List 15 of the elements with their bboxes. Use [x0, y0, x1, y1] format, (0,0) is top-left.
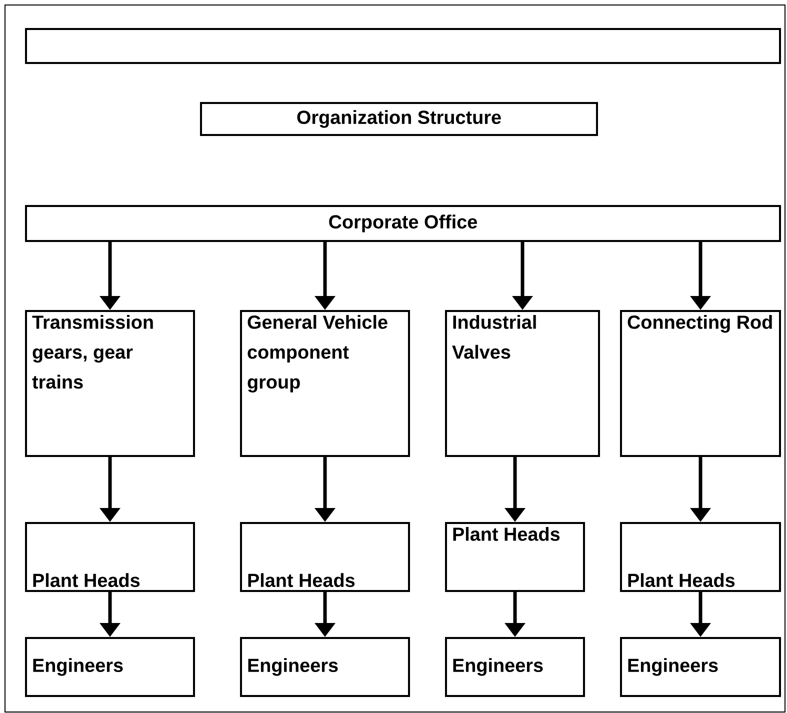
org-box: Engineers	[445, 637, 585, 697]
empty-box	[25, 28, 781, 64]
org-box: Engineers	[620, 637, 781, 697]
org-box: Engineers	[240, 637, 410, 697]
org-box: Engineers	[25, 637, 195, 697]
office-box: Corporate Office	[25, 205, 781, 242]
org-box: General Vehicle component group	[240, 310, 410, 457]
org-box: Plant Heads	[240, 522, 410, 592]
org-box: Transmission gears, gear trains	[25, 310, 195, 457]
org-box: Plant Heads	[25, 522, 195, 592]
org-box: Connecting Rod	[620, 310, 781, 457]
org-box: Industrial Valves	[445, 310, 600, 457]
org-box: Plant Heads	[620, 522, 781, 592]
org-box: Plant Heads	[445, 522, 585, 592]
subtitle-box: Organization Structure	[200, 102, 598, 136]
